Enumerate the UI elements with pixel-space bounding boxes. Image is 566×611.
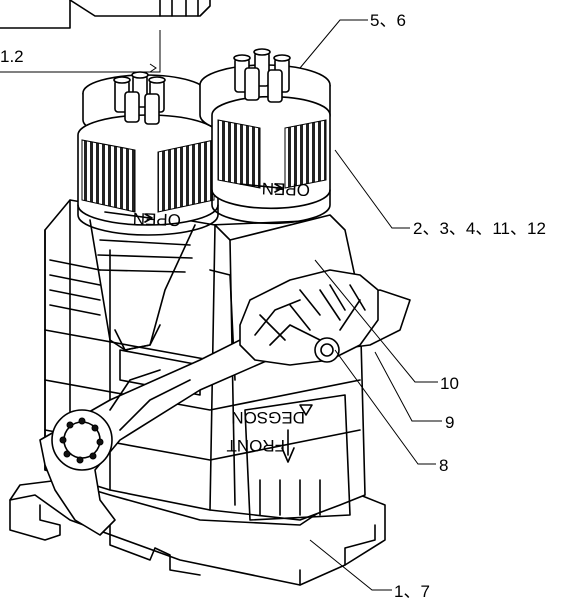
callout-label-5: 9 <box>445 413 454 432</box>
leader-lines <box>0 19 442 591</box>
open-marking-right: OPEN <box>261 179 310 200</box>
left-cable-gland: OPEN <box>77 71 219 351</box>
upper-part-fragment <box>0 0 211 29</box>
callout-label-6: 8 <box>439 456 448 475</box>
brand-marking: DEGSON <box>231 408 305 427</box>
callout-label-2: 5、6 <box>370 11 406 30</box>
open-marking-left: OPEN <box>132 209 181 230</box>
right-cable-gland: OPEN <box>199 48 331 225</box>
front-marking: FRONT <box>226 436 285 455</box>
callout-label-4: 10 <box>440 374 459 393</box>
locking-lever <box>39 269 411 536</box>
housing-markings: DEGSON FRONT <box>226 404 313 463</box>
callout-labels: 1.2 5、6 2、3、4、11、12 10 9 8 1、7 <box>0 11 546 601</box>
callout-label-3: 2、3、4、11、12 <box>413 219 546 238</box>
callout-label-1: 1.2 <box>0 47 24 66</box>
callout-label-7: 1、7 <box>394 582 430 601</box>
